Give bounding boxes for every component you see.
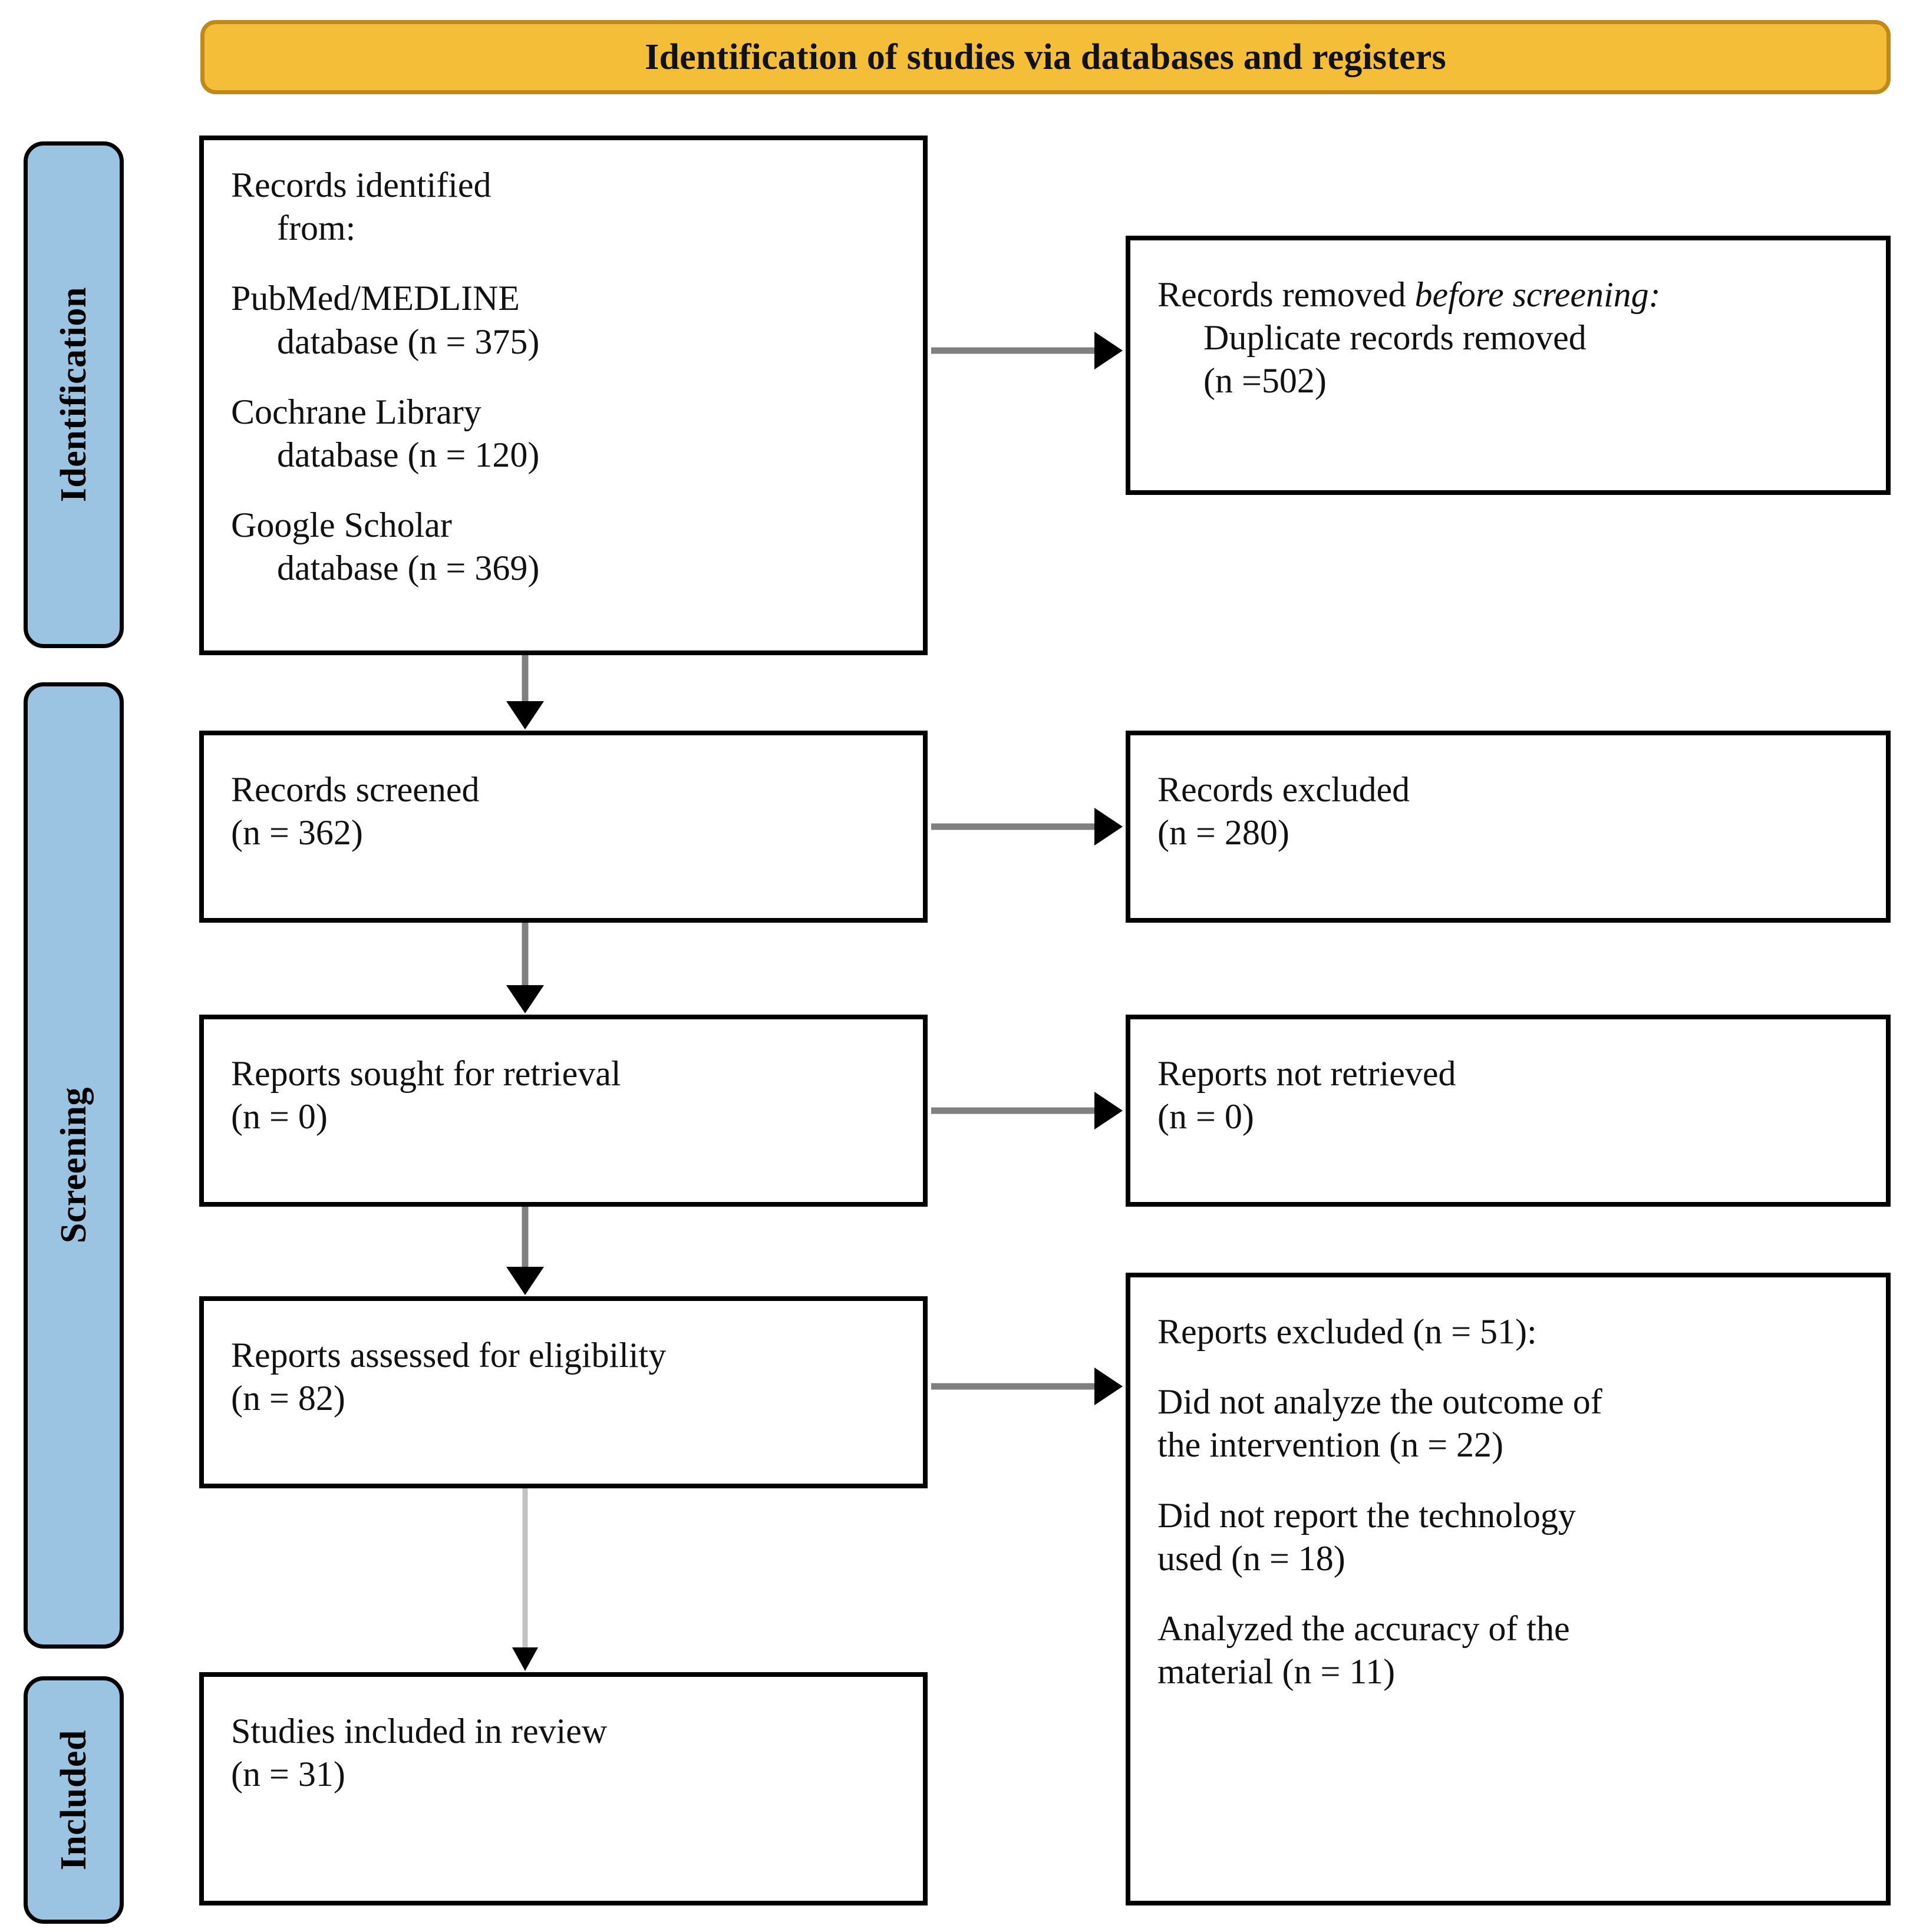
records-removed-heading-emphasis: before screening: [1414, 275, 1649, 314]
reports-not-retrieved-count: (n = 0): [1157, 1097, 1254, 1137]
records-identified-line1-indent: from:: [277, 209, 356, 248]
diagram-header-banner: Identification of studies via databases …: [200, 20, 1891, 94]
stage-rail-identification-label: Identification: [53, 287, 94, 503]
box-reports-not-retrieved: Reports not retrieved (n = 0): [1126, 1015, 1891, 1207]
records-identified-cochrane-count: database (n = 120): [277, 435, 540, 474]
reports-not-retrieved-label: Reports not retrieved: [1157, 1054, 1456, 1093]
reports-excluded-reason-2: Did not report the technology used (n = …: [1157, 1494, 1865, 1580]
arrow-head: [506, 985, 544, 1013]
arrow-head: [1094, 808, 1123, 846]
reports-excluded-heading: Reports excluded (n = 51):: [1157, 1312, 1537, 1351]
arrow-shaft: [522, 923, 529, 990]
arrow-shaft: [931, 347, 1099, 354]
records-excluded-count: (n = 280): [1157, 813, 1289, 853]
arrow-eligibility-to-reports-excluded-icon: [931, 1366, 1123, 1407]
records-identified-heading: Records identified from:: [231, 164, 902, 250]
records-removed-heading-prefix: Records removed: [1157, 275, 1415, 314]
stage-rail-screening-label: Screening: [53, 1087, 94, 1244]
arrow-shaft: [522, 1207, 529, 1272]
arrow-head: [1094, 1368, 1123, 1405]
box-records-identified: Records identified from: PubMed/MEDLINE …: [199, 136, 928, 655]
arrow-sought-to-eligibility-icon: [506, 1207, 545, 1295]
arrow-sought-to-not-retrieved-icon: [931, 1090, 1123, 1131]
records-removed-heading-colon: :: [1648, 275, 1661, 314]
box-reports-sought: Reports sought for retrieval (n = 0): [199, 1015, 928, 1207]
records-identified-cochrane-label: Cochrane Library: [231, 392, 481, 431]
arrow-identified-to-screened-icon: [506, 655, 545, 729]
arrow-identified-to-removed-icon: [931, 330, 1123, 371]
reports-eligibility-label: Reports assessed for eligibility: [231, 1336, 667, 1375]
stage-rail-included-label: Included: [53, 1729, 94, 1871]
box-studies-included: Studies included in review (n = 31): [199, 1672, 928, 1905]
studies-included-count: (n = 31): [231, 1755, 345, 1794]
records-removed-duplicates-label: Duplicate records removed: [1203, 318, 1587, 358]
arrow-shaft: [931, 1383, 1099, 1390]
stage-rail-included: Included: [24, 1676, 124, 1924]
arrow-eligibility-to-included-icon: [506, 1488, 545, 1671]
records-identified-pubmed: PubMed/MEDLINE database (n = 375): [231, 277, 902, 363]
records-identified-scholar-label: Google Scholar: [231, 506, 452, 545]
arrow-head: [1094, 332, 1123, 369]
records-removed-duplicates-count: (n =502): [1203, 361, 1327, 401]
box-reports-excluded-reasons: Reports excluded (n = 51): Did not analy…: [1126, 1273, 1891, 1905]
arrow-head: [506, 1267, 544, 1295]
reports-excluded-reason-1-line2: the intervention (n = 22): [1157, 1425, 1504, 1465]
records-identified-scholar: Google Scholar database (n = 369): [231, 504, 902, 590]
box-reports-assessed-eligibility: Reports assessed for eligibility (n = 82…: [199, 1296, 928, 1488]
studies-included-label: Studies included in review: [231, 1712, 608, 1751]
reports-excluded-reason-3-line2: material (n = 11): [1157, 1652, 1396, 1692]
records-screened-label: Records screened: [231, 770, 480, 809]
records-identified-cochrane: Cochrane Library database (n = 120): [231, 391, 902, 477]
arrow-head: [512, 1647, 538, 1671]
reports-sought-label: Reports sought for retrieval: [231, 1054, 621, 1093]
records-identified-pubmed-count: database (n = 375): [277, 322, 540, 361]
stage-rail-identification: Identification: [24, 141, 124, 648]
records-identified-line1: Records identified: [231, 166, 492, 204]
reports-excluded-reason-1-line1: Did not analyze the outcome of: [1157, 1382, 1602, 1422]
records-removed-heading: Records removed before screening: Duplic…: [1157, 273, 1865, 403]
records-screened-count: (n = 362): [231, 813, 363, 853]
box-records-removed: Records removed before screening: Duplic…: [1126, 236, 1891, 495]
arrow-head: [1094, 1092, 1123, 1130]
reports-excluded-reason-1: Did not analyze the outcome of the inter…: [1157, 1381, 1865, 1467]
reports-eligibility-count: (n = 82): [231, 1379, 345, 1418]
reports-sought-count: (n = 0): [231, 1097, 328, 1137]
arrow-shaft: [931, 1107, 1099, 1114]
arrow-head: [506, 701, 544, 729]
reports-excluded-reason-2-line2: used (n = 18): [1157, 1538, 1345, 1578]
arrow-screened-to-sought-icon: [506, 923, 545, 1013]
stage-rail-screening: Screening: [24, 682, 124, 1649]
records-identified-scholar-count: database (n = 369): [277, 549, 540, 588]
page-title: Identification of studies via databases …: [645, 37, 1446, 77]
arrow-screened-to-excluded-icon: [931, 806, 1123, 847]
box-records-screened: Records screened (n = 362): [199, 731, 928, 923]
reports-excluded-reason-2-line1: Did not report the technology: [1157, 1495, 1576, 1535]
records-excluded-label: Records excluded: [1157, 770, 1410, 809]
arrow-shaft: [522, 655, 529, 707]
box-records-excluded: Records excluded (n = 280): [1126, 731, 1891, 923]
reports-excluded-reason-3: Analyzed the accuracy of the material (n…: [1157, 1607, 1865, 1693]
arrow-shaft: [931, 823, 1099, 830]
reports-excluded-reason-3-line1: Analyzed the accuracy of the: [1157, 1609, 1570, 1648]
arrow-shaft: [522, 1488, 528, 1651]
records-identified-pubmed-label: PubMed/MEDLINE: [231, 279, 520, 318]
